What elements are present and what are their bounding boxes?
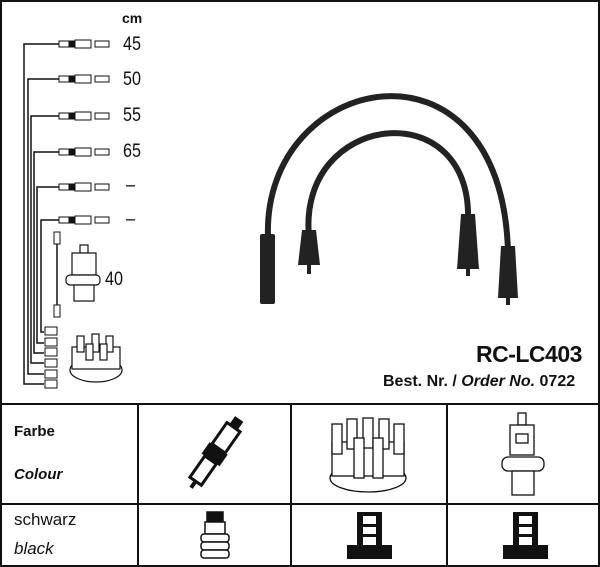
- unit-label: cm: [122, 10, 143, 26]
- divider: [137, 403, 139, 565]
- header-colour-de: Farbe: [14, 423, 55, 440]
- model-number: RC-LC403: [476, 341, 582, 367]
- length-label: 65: [123, 141, 141, 162]
- spark-plug-icon: [187, 416, 244, 489]
- colour-value-en: black: [14, 539, 54, 558]
- ignition-coil-icon: [501, 412, 545, 496]
- length-label: –: [126, 175, 135, 196]
- coil-terminal-icon: [503, 512, 548, 559]
- header-colour-en: Colour: [14, 466, 63, 483]
- plug-boot-icon: [200, 511, 230, 559]
- cable-boots: [260, 214, 518, 305]
- wiring-diagram: [23, 43, 59, 385]
- distributor-cap-icon: [329, 417, 407, 493]
- order-line: Best. Nr. / Order No. 0722: [383, 373, 575, 391]
- colour-value-de: schwarz: [14, 510, 77, 529]
- cap-terminal-icon: [347, 512, 392, 559]
- length-label: 45: [123, 34, 141, 55]
- length-label: 55: [123, 105, 141, 126]
- coil-icon: [65, 244, 101, 302]
- cable-set-drawing: [23, 39, 518, 389]
- order-label: Order No.: [461, 373, 536, 390]
- coil-length-label: 40: [105, 269, 123, 290]
- divider: [2, 403, 598, 405]
- ignition-cables: [264, 93, 511, 255]
- order-number: 0722: [539, 373, 576, 390]
- divider: [2, 503, 598, 505]
- length-label: 50: [123, 69, 141, 90]
- divider: [290, 403, 292, 565]
- connector-icons: [44, 39, 110, 389]
- distributor-cap-icon: [69, 333, 123, 383]
- order-prefix: Best. Nr. /: [383, 373, 457, 390]
- divider: [446, 403, 448, 565]
- length-label: –: [126, 209, 135, 230]
